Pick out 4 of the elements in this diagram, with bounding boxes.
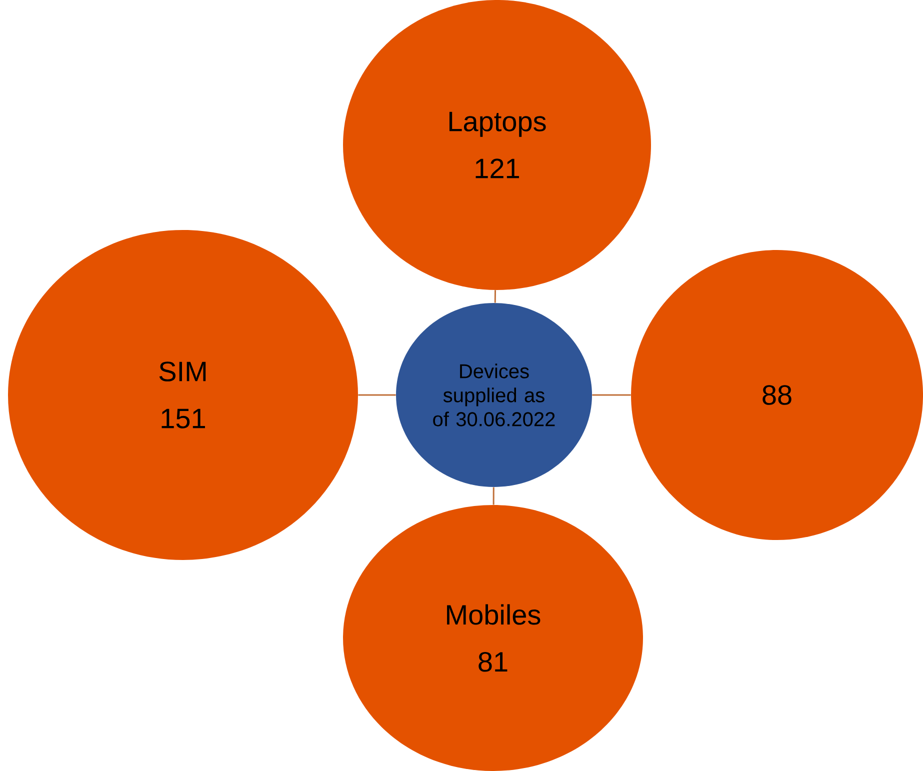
connector-line	[492, 487, 494, 505]
connector-line	[494, 290, 496, 303]
connector-line	[358, 394, 396, 396]
connector-line	[592, 394, 631, 396]
